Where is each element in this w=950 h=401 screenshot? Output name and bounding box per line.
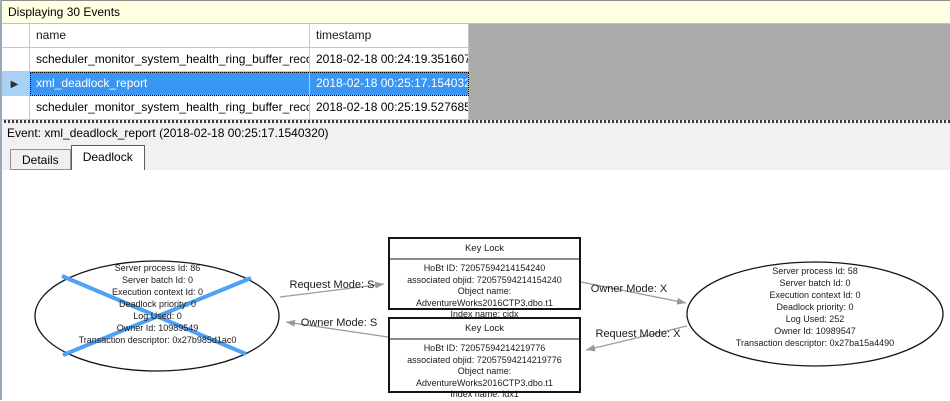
event-timestamp-cell[interactable]: 2018-02-18 00:25:19.5276859 [310,96,469,120]
table-row-selected[interactable]: ▶ xml_deadlock_report 2018-02-18 00:25:1… [0,72,469,96]
victim-line: Server process Id: 86 [114,263,201,273]
edge-label-request-s: Request Mode: S [289,279,375,291]
lock-line: Object name: AdventureWorks2016CTP3.dbo.… [416,366,553,388]
splitter-dotted-divider[interactable] [0,120,950,123]
event-name-cell[interactable]: xml_deadlock_report [30,72,310,96]
process-line: Deadlock priority: 0 [776,302,854,312]
event-title-label: Event: xml_deadlock_report (2018-02-18 0… [7,126,329,140]
key-lock-title: Key Lock [390,239,579,260]
pane-left-border [0,0,2,400]
process-line: Execution context Id: 0 [769,290,861,300]
victim-line: Execution context Id: 0 [111,287,204,297]
event-name-cell[interactable]: scheduler_monitor_system_health_ring_buf… [30,96,310,120]
lock-line: Index name: cidx [450,309,519,319]
grid-header-row: name timestamp [0,24,469,48]
lock-line: associated objid: 72057594214219776 [407,354,562,365]
edge-label-request-x: Request Mode: X [595,328,681,340]
row-selector-header [0,24,30,48]
row-selector-cell[interactable]: ▶ [0,72,30,96]
key-lock-node-bottom: Key Lock HoBt ID: 72057594214219776 asso… [388,317,581,399]
victim-line: Deadlock priority: 0 [118,299,197,309]
table-row[interactable]: scheduler_monitor_system_health_ring_buf… [0,96,469,120]
deadlock-graph-svg [34,260,944,372]
deadlock-graph-canvas: Server process Id: 86 Server batch Id: 0… [0,170,950,400]
victim-line: Owner Id: 10989549 [116,323,199,333]
key-lock-details: HoBt ID: 72057594214219776 associated ob… [390,340,579,401]
victim-cross-icon [61,274,252,357]
process-line: Log Used: 252 [785,314,845,324]
process-line: Server batch Id: 0 [779,278,851,288]
lock-line: HoBt ID: 72057594214219776 [423,343,546,353]
lock-line: HoBt ID: 72057594214154240 [423,263,546,273]
column-header-name[interactable]: name [30,24,310,48]
events-grid[interactable]: name timestamp scheduler_monitor_system_… [0,24,950,120]
process-line: Owner Id: 10989547 [774,326,856,336]
lock-line: Object name: AdventureWorks2016CTP3.dbo.… [416,286,553,308]
process-line: Transaction descriptor: 0x27ba15a4490 [735,338,895,348]
key-lock-details: HoBt ID: 72057594214154240 associated ob… [390,260,579,321]
event-title-bar: Event: xml_deadlock_report (2018-02-18 0… [0,123,950,144]
other-process-details: Server process Id: 58 Server batch Id: 0… [687,265,943,349]
event-timestamp-cell[interactable]: 2018-02-18 00:25:17.1540320 [310,72,469,96]
edge-label-owner-x: Owner Mode: X [590,283,668,295]
victim-process-details: Server process Id: 86 Server batch Id: 0… [35,262,280,346]
lock-line: Index name: idx1 [450,389,519,399]
edge-label-owner-s: Owner Mode: S [300,317,378,329]
process-line: Server process Id: 58 [772,266,858,276]
event-timestamp-cell[interactable]: 2018-02-18 00:24:19.3516078 [310,48,469,72]
edge-request-x [585,325,688,352]
edge-owner-s [285,319,389,338]
tab-deadlock[interactable]: Deadlock [70,145,145,170]
events-count-bar: Displaying 30 Events [0,0,950,24]
tab-details[interactable]: Details [10,149,71,170]
lock-line: associated objid: 72057594214154240 [407,274,562,285]
key-lock-title: Key Lock [390,319,579,340]
table-row[interactable]: scheduler_monitor_system_health_ring_buf… [0,48,469,72]
row-selector-cell[interactable] [0,96,30,120]
edge-owner-x [580,281,687,305]
current-row-arrow-icon: ▶ [10,79,19,90]
row-selector-cell[interactable] [0,48,30,72]
key-lock-node-top: Key Lock HoBt ID: 72057594214154240 asso… [388,237,581,319]
events-count-label: Displaying 30 Events [8,5,121,19]
victim-line: Log Used: 0 [133,311,182,321]
column-header-timestamp[interactable]: timestamp [310,24,469,48]
victim-line: Transaction descriptor: 0x27b985d1ac0 [78,335,237,345]
event-name-cell[interactable]: scheduler_monitor_system_health_ring_buf… [30,48,310,72]
other-process-ellipse [686,261,944,367]
detail-tabstrip: Details Deadlock [0,144,950,170]
victim-line: Server batch Id: 0 [121,275,194,285]
edge-request-s [279,281,385,298]
